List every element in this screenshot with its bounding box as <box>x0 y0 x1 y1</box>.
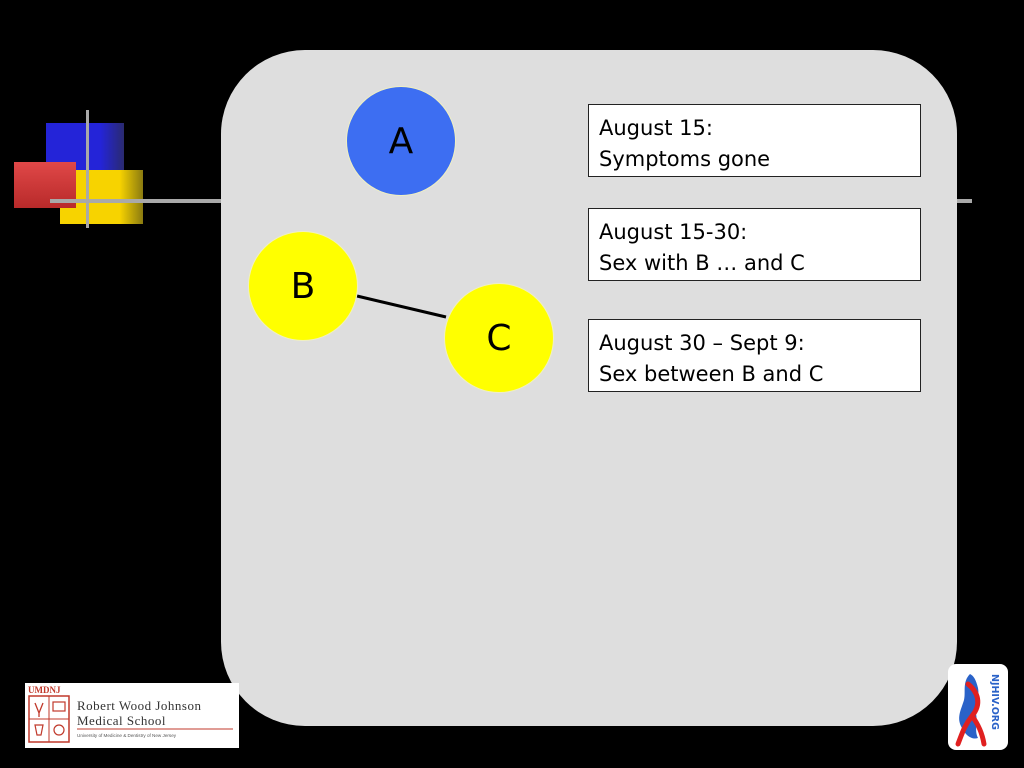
njhiv-text: NJHIV.ORG <box>989 674 1000 730</box>
vertical-gray-line <box>86 110 89 228</box>
edge-b-c <box>356 294 447 319</box>
event-box-2: August 15-30: Sex with B … and C <box>588 208 921 281</box>
njhiv-logo-graphic: NJHIV.ORG <box>955 674 1000 747</box>
lamp-icon <box>53 724 65 736</box>
event-3-text: Sex between B and C <box>599 362 824 386</box>
event-box-1: August 15: Symptoms gone <box>588 104 921 177</box>
rwj-medical-school-logo: UMDNJ Robert Wood Johnson Medical School… <box>25 683 239 748</box>
node-a-label: A <box>388 120 414 162</box>
event-2-text: Sex with B … and C <box>599 251 805 275</box>
njhiv-logo: NJHIV.ORG <box>948 664 1008 750</box>
event-3-date: August 30 – Sept 9: <box>599 331 805 355</box>
book-icon <box>52 701 66 712</box>
node-b-label: B <box>290 265 316 307</box>
event-2-date: August 15-30: <box>599 220 748 244</box>
node-c: C <box>444 283 554 393</box>
node-a: A <box>346 86 456 196</box>
event-1-date: August 15: <box>599 116 713 140</box>
flask-icon <box>34 724 44 736</box>
red-ribbon-icon <box>955 681 987 747</box>
umdnj-text: UMDNJ <box>28 685 61 695</box>
rwj-line1: Robert Wood Johnson <box>77 698 202 713</box>
node-b: B <box>248 231 358 341</box>
node-c-label: C <box>486 317 512 359</box>
rwj-subline: University of Medicine & Dentistry of Ne… <box>77 733 177 738</box>
event-box-3: August 30 – Sept 9: Sex between B and C <box>588 319 921 392</box>
caduceus-icon <box>34 702 44 717</box>
rwj-line2: Medical School <box>77 713 166 728</box>
rwj-logo-graphic: UMDNJ Robert Wood Johnson Medical School… <box>28 685 233 743</box>
event-1-text: Symptoms gone <box>599 147 771 171</box>
